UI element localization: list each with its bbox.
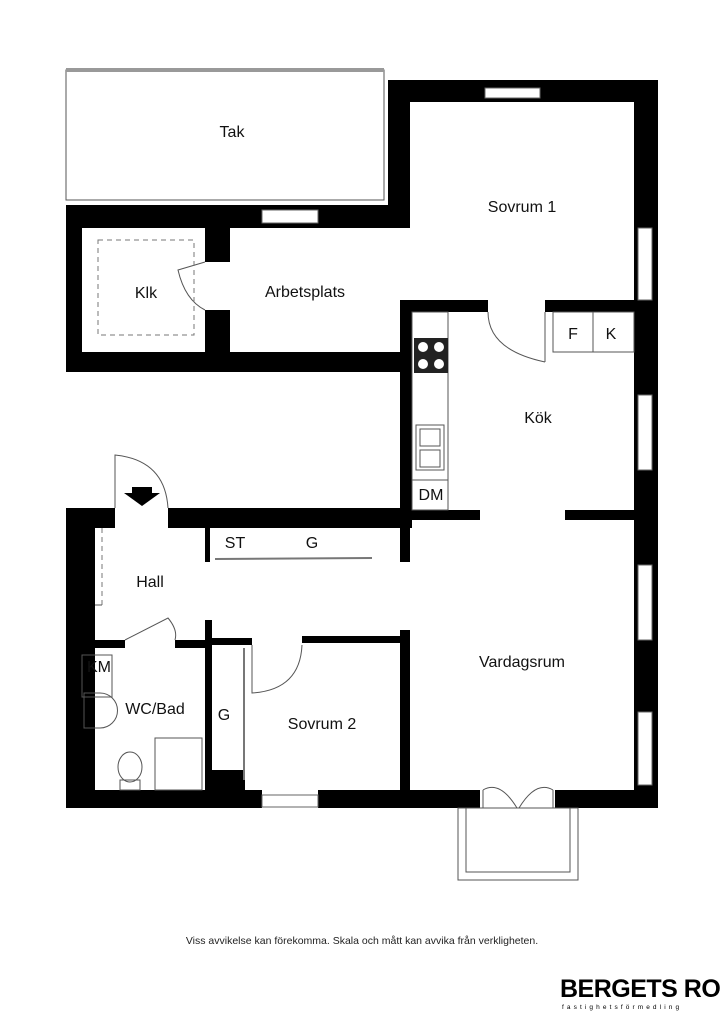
balcony: [457, 807, 579, 881]
label-km: KM: [87, 659, 111, 676]
label-freezer: F: [568, 326, 578, 343]
label-arbetsplats: Arbetsplats: [265, 284, 345, 301]
washbasin-icon: [83, 692, 118, 729]
label-sovrum1: Sovrum 1: [488, 199, 557, 216]
sovrum2-door: [251, 644, 303, 694]
label-sovrum2: Sovrum 2: [288, 716, 357, 733]
label-fridge: K: [606, 326, 617, 343]
balcony-door: [482, 786, 554, 809]
label-hall: Hall: [136, 574, 164, 591]
wc-door: [124, 617, 177, 641]
label-vardagsrum: Vardagsrum: [479, 654, 565, 671]
label-st: ST: [225, 535, 246, 552]
brand-logo: BERGETS RO: [560, 975, 721, 1003]
label-g-sovrum2: G: [218, 707, 230, 724]
brand-tagline: fastighetsförmedling: [562, 1004, 683, 1011]
entrance-door[interactable]: [114, 454, 169, 509]
stove-icon: [414, 338, 448, 373]
sink-icon: [415, 424, 445, 471]
windows: [261, 87, 653, 808]
walls: [66, 80, 658, 808]
shower-area: [154, 737, 203, 791]
sovrum1-door: [487, 311, 546, 363]
label-wcbad: WC/Bad: [125, 701, 185, 718]
label-tak: Tak: [220, 124, 246, 141]
entrance-arrow-icon: [124, 487, 160, 506]
klk-outline: [97, 239, 195, 336]
label-kok: Kök: [524, 410, 553, 427]
kitchen-counter: [411, 311, 449, 511]
km-box: [81, 654, 113, 698]
klk-door: [177, 261, 206, 311]
label-g-hall: G: [306, 535, 318, 552]
toilet-icon: [117, 751, 143, 783]
label-klk: Klk: [135, 285, 158, 302]
disclaimer: Viss avvikelse kan förekomma. Skala och …: [185, 935, 539, 947]
label-dm: DM: [419, 487, 444, 504]
